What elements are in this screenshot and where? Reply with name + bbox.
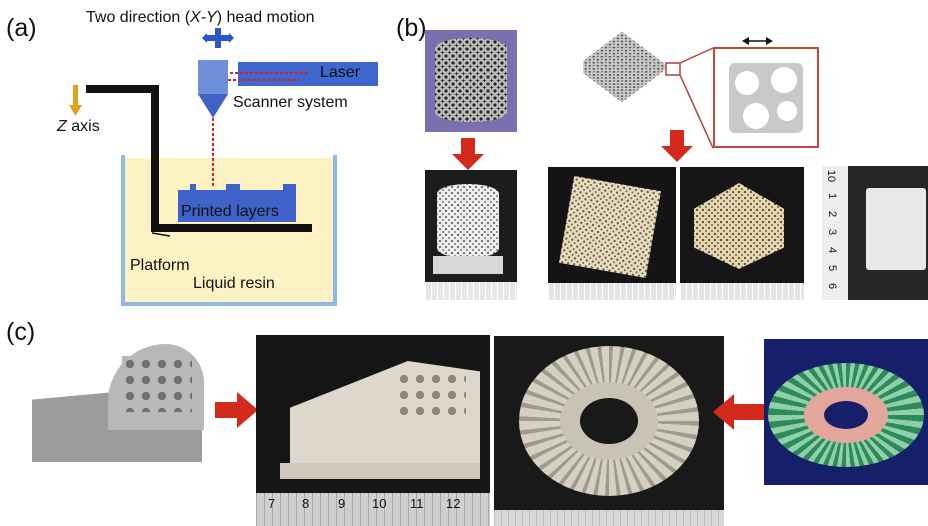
head-motion-prefix: Two direction (	[86, 9, 191, 26]
z-axis-arrow	[69, 85, 82, 116]
ruler-mark-6: 6	[826, 282, 839, 290]
resin-tank	[121, 155, 337, 306]
turbine-cad-render	[764, 339, 928, 485]
platform-label: Platform	[130, 257, 190, 274]
head-motion-title: Two direction (X-Y) head motion	[86, 9, 315, 27]
vertical-ruler	[822, 166, 848, 300]
unit-cell-render	[713, 47, 819, 148]
horizontal-ruler	[256, 493, 490, 526]
ruler-mark-2: 2	[826, 210, 839, 218]
scanner-nozzle	[198, 94, 228, 118]
ruler-mark-3: 3	[826, 228, 839, 236]
printed-bracket-photo	[256, 335, 490, 526]
printed-turbine-photo	[494, 336, 724, 526]
panel-c-label: (c)	[6, 318, 36, 346]
ruler-mark-4: 4	[826, 246, 839, 254]
printed-cube-photo	[548, 167, 676, 300]
printed-cube-cutaway-photo	[680, 167, 804, 300]
z-axis-label: Z axis	[57, 118, 100, 136]
panel-b-label: (b)	[396, 14, 427, 42]
cylinder-cad-render	[425, 30, 517, 132]
printed-lattice-ruler-photo	[822, 166, 928, 300]
ruler-mark-9: 9	[338, 496, 346, 511]
ruler-mark-11: 11	[410, 496, 424, 511]
liquid-resin-label: Liquid resin	[193, 275, 275, 292]
bracket-cad-render	[18, 336, 218, 478]
build-arm	[86, 85, 312, 232]
ruler-mark-10b: 10	[372, 496, 387, 511]
lattice-cube-cad-render	[583, 24, 665, 120]
head-motion-axes: X-Y	[190, 9, 217, 26]
laser-label: Laser	[320, 64, 361, 81]
ruler-mark-1: 1	[826, 192, 839, 200]
printed-layers-label: Printed layers	[181, 203, 279, 220]
platform-leader	[151, 232, 171, 237]
ruler-mark-12: 12	[446, 496, 461, 511]
scanner-body	[198, 60, 228, 94]
z-axis-word: axis	[71, 118, 100, 135]
printed-cylinder-photo	[425, 170, 517, 300]
ruler-mark-7: 7	[268, 496, 276, 511]
ruler-mark-10: 10	[825, 169, 838, 183]
panel-a-label: (a)	[6, 14, 37, 42]
laser-beam	[212, 72, 310, 186]
ruler-mark-5: 5	[826, 264, 839, 272]
printed-layers	[178, 184, 296, 222]
scanner-label: Scanner system	[233, 94, 348, 111]
z-axis-symbol: Z	[57, 118, 67, 135]
head-motion-suffix: ) head motion	[216, 9, 315, 26]
ruler-mark-8: 8	[302, 496, 310, 511]
motion-cross-icon	[202, 28, 234, 48]
